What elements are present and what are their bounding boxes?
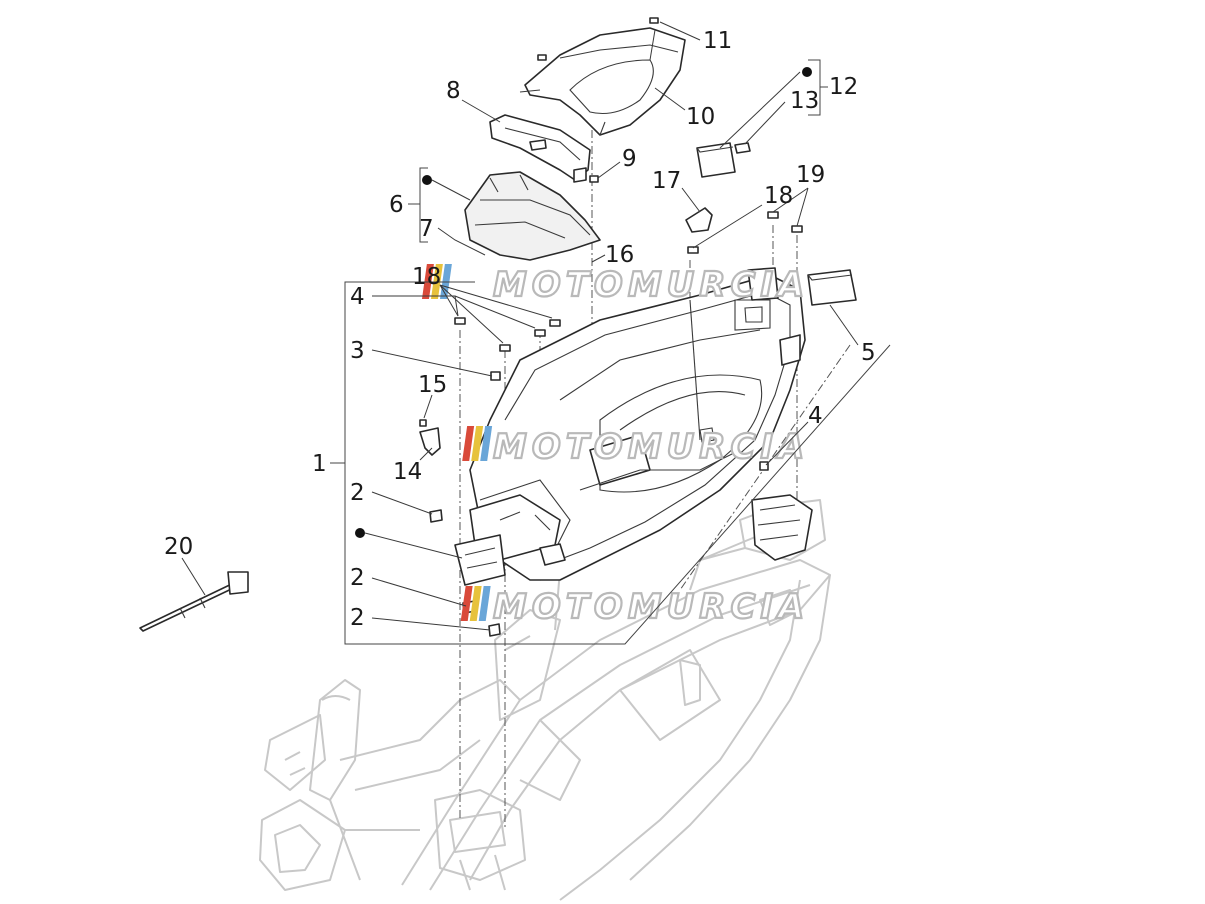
callout-2: 2 [350, 565, 365, 591]
bullet-dot [802, 67, 812, 77]
callout-18: 18 [764, 183, 793, 209]
callout-6: 6 [389, 192, 404, 218]
part-20-cable-tie [139, 571, 249, 632]
callout-20: 20 [164, 534, 193, 560]
callout-10: 10 [686, 104, 715, 130]
helmet-compartment [454, 267, 806, 586]
part-6-tray [464, 171, 601, 261]
callout-11: 11 [703, 28, 732, 54]
watermark-text: MOTOMURCIA [493, 427, 809, 467]
leader-lines [181, 21, 891, 645]
watermark-text: MOTOMURCIA [493, 265, 809, 305]
callout-4: 4 [350, 284, 365, 310]
bullet-dot [355, 528, 365, 538]
callout-3: 3 [350, 338, 365, 364]
callout-1: 1 [312, 451, 327, 477]
watermark-stripe-yellow [469, 586, 482, 621]
callout-2: 2 [350, 480, 365, 506]
callout-13: 13 [790, 88, 819, 114]
callout-19: 19 [796, 162, 825, 188]
part-10-cover [519, 27, 686, 136]
watermark-middle: MOTOMURCIA [462, 426, 809, 468]
watermark-stripe-red [462, 426, 475, 461]
callout-14: 14 [393, 459, 422, 485]
part-17-cap [685, 207, 713, 233]
callout-4: 4 [808, 403, 823, 429]
watermark-stripe-yellow [471, 426, 484, 461]
callout-12: 12 [829, 74, 858, 100]
callout-7: 7 [419, 216, 434, 242]
callout-labels: 1 2 2 2 3 4 4 5 6 7 8 9 10 11 12 13 14 1… [164, 28, 876, 631]
bullet-dot [422, 175, 432, 185]
callout-2: 2 [350, 605, 365, 631]
part-14-clip [419, 427, 441, 456]
callout-18: 18 [412, 264, 441, 290]
watermark-stripe-red [460, 586, 473, 621]
bullet-dots [355, 67, 812, 538]
watermark-bottom: MOTOMURCIA [460, 586, 809, 628]
callout-15: 15 [418, 372, 447, 398]
watermark-stripe-blue [480, 426, 493, 461]
rear-bracket [751, 494, 813, 561]
callout-8: 8 [446, 78, 461, 104]
part-5-pad [807, 269, 857, 306]
watermark-text: MOTOMURCIA [493, 587, 809, 627]
callout-5: 5 [861, 340, 876, 366]
part-8-trim [489, 114, 591, 183]
part-12-13-box [696, 142, 751, 178]
watermark-top: MOTOMURCIA [421, 264, 809, 306]
callout-16: 16 [605, 242, 634, 268]
watermark-stripe-blue [478, 586, 491, 621]
callout-17: 17 [652, 168, 681, 194]
callout-9: 9 [622, 146, 637, 172]
